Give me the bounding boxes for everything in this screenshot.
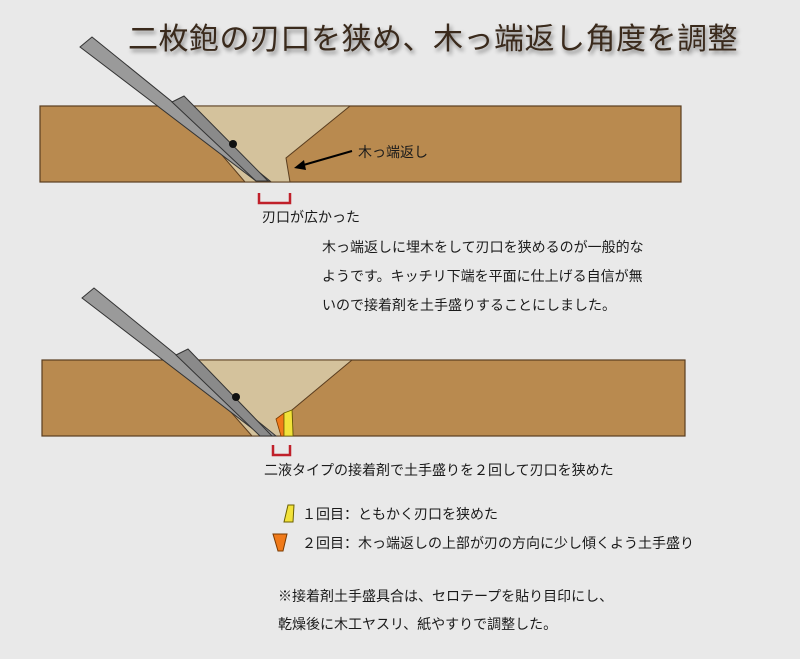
plane-body-1 — [39, 105, 682, 183]
glue-fill-first-2 — [283, 409, 294, 437]
chipbreaker-2 — [175, 348, 274, 437]
caption-narrowed-mouth: 二液タイプの接着剤で土手盛りを２回して刃口を狭めた — [264, 463, 614, 479]
pin-2 — [232, 393, 240, 401]
note-line-1: ※接着剤土手盛具合は、セロテープを貼り目印にし、 — [278, 589, 614, 605]
explanation-line-1: 木っ端返しに埋木をして刃口を狭めるのが一般的な — [322, 240, 644, 256]
legend-item-second: ２回目：木っ端返しの上部が刃の方向に少し傾くよう土手盛り — [302, 536, 694, 552]
plane-body-2 — [41, 359, 686, 437]
explanation-line-2: ようです。キッチリ下端を平面に仕上げる自信が無 — [322, 269, 643, 285]
mouth-width-marker-1 — [257, 193, 292, 205]
legend-swatch-first — [283, 504, 295, 523]
caption-wide-mouth: 刃口が広かった — [262, 210, 360, 226]
legend-swatch-second — [272, 533, 288, 552]
pointer-label-kobahagaeshi: 木っ端返し — [358, 145, 428, 161]
page-title: 二枚鉋の刃口を狭め、木っ端返し角度を調整 — [128, 22, 738, 57]
explanation-line-3: いので接着剤を土手盛りすることにしました。 — [322, 298, 616, 314]
chipbreaker-1 — [171, 95, 270, 182]
plane-diagram-narrowed-mouth — [41, 287, 686, 457]
pointer-arrow-line-1 — [299, 150, 353, 167]
legend-item-first: １回目：ともかく刃口を狭めた — [302, 507, 498, 523]
note-line-2: 乾燥後に木工ヤスリ、紙やすりで調整した。 — [278, 617, 558, 633]
throat-opening-1 — [178, 105, 352, 183]
mouth-width-marker-2 — [271, 445, 292, 457]
plane-diagram-wide-mouth — [39, 36, 682, 205]
pointer-arrow-head-1 — [294, 160, 306, 170]
pin-1 — [229, 140, 237, 148]
